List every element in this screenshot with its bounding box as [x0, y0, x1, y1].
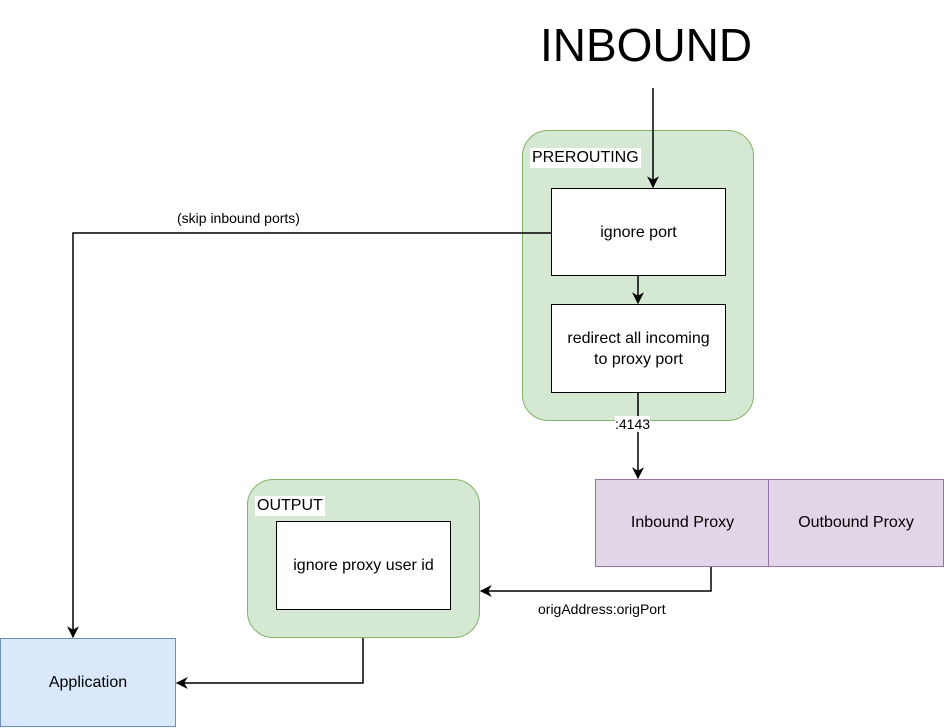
- edge-label-orig: origAddress:origPort: [538, 601, 666, 617]
- output-label: OUTPUT: [255, 496, 325, 516]
- inbound-proxy-box: Inbound Proxy: [595, 479, 770, 567]
- edge-output-to-application: [175, 638, 364, 689]
- ignore-port-box: ignore port: [551, 188, 726, 276]
- application-box: Application: [0, 638, 176, 727]
- outbound-proxy-box: Outbound Proxy: [768, 479, 944, 567]
- ignore-user-text: ignore proxy user id: [293, 557, 434, 574]
- application-text: Application: [48, 673, 128, 691]
- outbound-proxy-text: Outbound Proxy: [798, 514, 914, 531]
- prerouting-label: PREROUTING: [530, 148, 641, 168]
- inbound-proxy-text: Inbound Proxy: [630, 514, 735, 531]
- ignore-port-text: ignore port: [600, 223, 677, 241]
- redirect-box: redirect all incoming to proxy port: [551, 304, 726, 393]
- edge-label-skip: (skip inbound ports): [177, 210, 300, 226]
- ignore-user-box: ignore proxy user id: [276, 521, 451, 610]
- edge-label-port: :4143: [615, 416, 651, 432]
- redirect-text: redirect all incoming to proxy port: [567, 329, 710, 368]
- edge-proxy-to-output: [479, 567, 712, 597]
- diagram-title: INBOUND: [540, 19, 753, 71]
- edge-skip-to-application: [67, 232, 551, 639]
